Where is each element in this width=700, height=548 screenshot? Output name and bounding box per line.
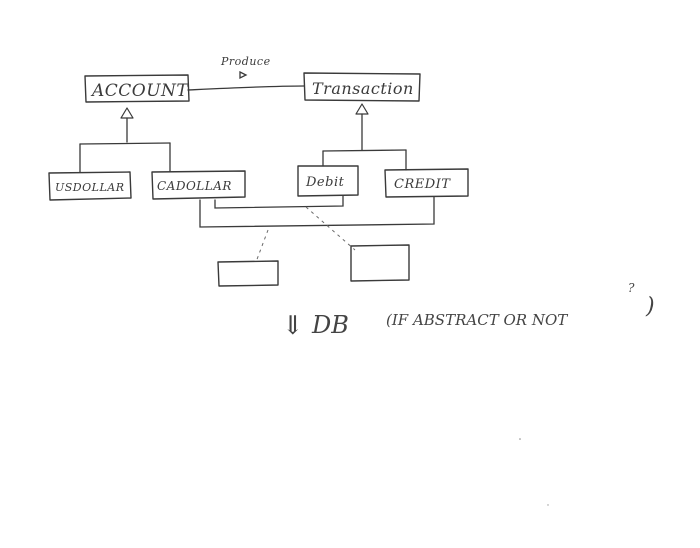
- class-debit: Debit: [297, 165, 359, 197]
- note-close: ): [645, 294, 655, 319]
- empty-box-right: [350, 244, 410, 282]
- inheritance-arrow-account: [120, 107, 134, 119]
- class-account-label: ACCOUNT: [90, 81, 189, 101]
- class-transaction: Transaction: [303, 72, 421, 102]
- empty-box-left: [217, 260, 279, 287]
- paper-speck: [519, 438, 521, 440]
- note-superscript: ?: [628, 281, 635, 295]
- connector-cadollar-debit: [214, 195, 344, 209]
- direction-marker: [239, 70, 248, 80]
- note-text: (IF ABSTRACT OR NOT: [386, 311, 568, 329]
- class-usdollar-label: USDOLLAR: [55, 181, 124, 194]
- class-credit-label: CREDIT: [394, 177, 451, 192]
- paper-speck: [547, 504, 549, 506]
- class-debit-label: Debit: [305, 175, 345, 190]
- inheritance-arrow-transaction: [355, 103, 369, 115]
- inheritance-bar-account: [79, 142, 171, 145]
- note-arrow: ⇓: [282, 311, 304, 341]
- association-label: Produce: [220, 55, 271, 68]
- dashed-link-right: [305, 206, 356, 251]
- class-cadollar: CADOLLAR: [151, 170, 246, 200]
- class-cadollar-label: CADOLLAR: [157, 179, 232, 193]
- note-db: DB: [311, 311, 349, 339]
- association-line: [187, 85, 305, 91]
- connector-bracket: [199, 196, 435, 228]
- dashed-link-left: [255, 229, 269, 263]
- class-transaction-label: Transaction: [312, 79, 414, 98]
- class-credit: CREDIT: [384, 168, 469, 198]
- inheritance-bar-transaction: [322, 149, 407, 152]
- class-account: ACCOUNT: [84, 74, 190, 103]
- class-usdollar: USDOLLAR: [48, 171, 132, 201]
